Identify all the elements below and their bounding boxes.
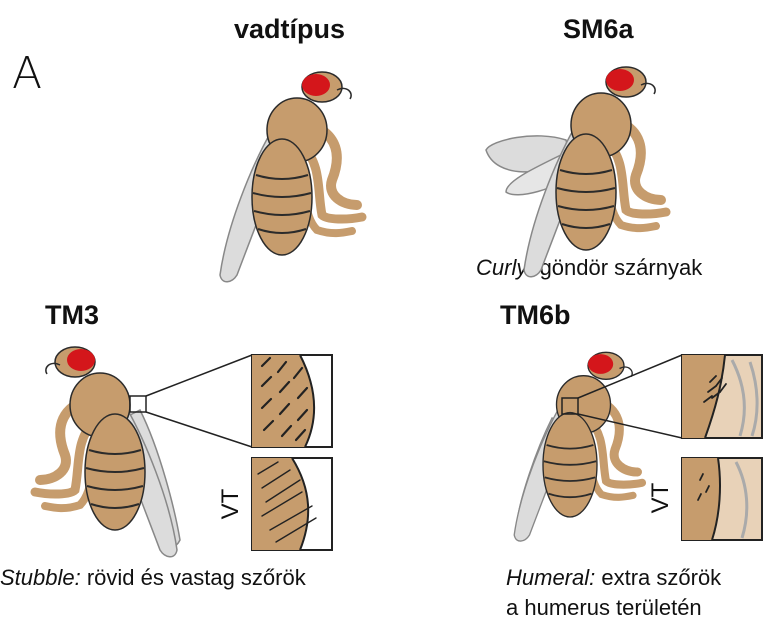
fly-wildtype bbox=[220, 72, 362, 282]
fly-tm3 bbox=[35, 347, 180, 557]
fly-sm6a bbox=[486, 67, 666, 277]
tm6b-inset-top bbox=[682, 355, 762, 438]
tm6b-inset-vt bbox=[682, 458, 762, 540]
tm3-inset-top bbox=[252, 355, 332, 447]
tm3-zoom-box bbox=[130, 396, 146, 412]
tm3-inset-vt bbox=[252, 458, 332, 550]
tm3-inset-vt-label: VT bbox=[217, 488, 244, 519]
fly-tm6b bbox=[514, 352, 642, 541]
tm6b-inset-vt-label: VT bbox=[647, 482, 674, 513]
tm3-zoom-lines bbox=[146, 355, 252, 447]
